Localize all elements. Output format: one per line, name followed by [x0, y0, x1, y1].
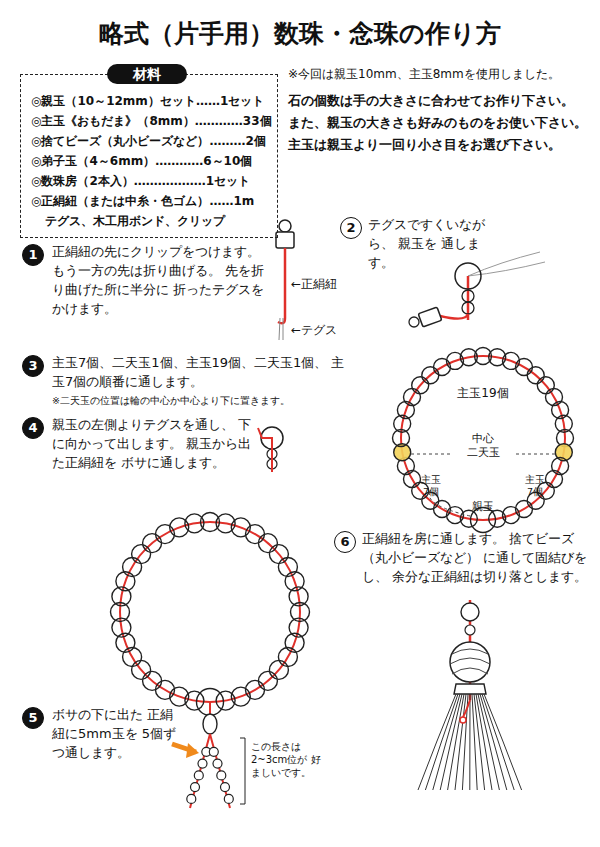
label-text: 主玉19個	[443, 385, 523, 402]
step-digit: 6	[335, 532, 355, 552]
oyadama-small	[258, 427, 283, 472]
materials-box: ◎親玉（10～12mm）セット……1セット◎主玉《おもだま》（8mm）…………3…	[20, 74, 278, 238]
material-item: ◎主玉《おもだま》（8mm）…………33個	[31, 111, 269, 131]
material-item: テグス、木工用ボンド、クリップ	[31, 211, 269, 231]
label-text: 正絹紐を房に通します。 捨てビーズ（丸小ビーズなど） に通して固結びをし、 余分…	[362, 530, 594, 587]
label-text: ボサの下に出た 正絹紐に5mm玉を 5個ずつ通します。	[52, 706, 180, 763]
title: 略式（片手用）数珠・念珠の作り方	[0, 18, 600, 51]
step-number: 4	[22, 417, 44, 439]
step-number: 6	[334, 531, 356, 553]
label-text: 主玉 7個	[522, 474, 548, 499]
heading-text: 材料	[107, 64, 187, 84]
oyadama-threading	[409, 252, 545, 327]
label-text: ※二天玉の位置は輪の中心か中心より下に置きます。	[52, 395, 352, 407]
label-text: また、親玉の大きさも好みのものをお使い下さい。	[288, 114, 593, 133]
label-text: 二天玉	[448, 446, 518, 460]
step-digit: 5	[23, 708, 43, 728]
label-text: 正絹紐の先にクリップをつけます。 もう一方の先は折り曲げる。 先を折り曲げた所に…	[52, 243, 270, 318]
label-text: 親玉	[463, 500, 503, 514]
step-number: 5	[22, 707, 44, 729]
material-item: ◎数珠房（2本入）………………1セット	[31, 171, 269, 191]
label-text: ←正絹紐	[291, 276, 371, 293]
label-text: 中心	[453, 432, 513, 446]
tassel	[418, 600, 522, 790]
step-digit: 4	[23, 418, 43, 438]
label-text: 石の個数は手の大きさに合わせてお作り下さい。	[288, 92, 593, 111]
label-text: 主玉7個、二天玉1個、主玉19個、二天玉1個、 主玉7個の順番に通します。	[52, 354, 357, 392]
material-item: ◎正絹紐（または中糸・色ゴム）……1m	[31, 191, 269, 211]
material-item: ◎捨てビーズ（丸小ビーズなど）………2個	[31, 131, 269, 151]
label-text: ←テグス	[291, 322, 371, 339]
step-number: 2	[340, 217, 362, 239]
step-digit: 1	[23, 245, 43, 265]
step-number: 3	[22, 355, 44, 377]
step-number: 1	[22, 244, 44, 266]
bosa-strands	[172, 702, 245, 808]
label-text: 親玉の左側よりテグスを通し、 下に向かって出します。 親玉から出た正絹紐を ボサ…	[52, 416, 252, 473]
step-digit: 3	[23, 356, 43, 376]
material-item: ◎親玉（10～12mm）セット……1セット	[31, 91, 269, 111]
label-text: 主玉 7個	[418, 474, 444, 499]
label-text: ※今回は親玉10mm、主玉8mmを使用しました。	[288, 66, 593, 83]
label-text: 主玉は親玉より一回り小さ目をお選び下さい。	[288, 136, 593, 155]
step-digit: 2	[341, 218, 361, 238]
material-item: ◎弟子玉（4～6mm）…………6～10個	[31, 151, 269, 171]
label-text: テグスですくいながら、 親玉を 通します。	[368, 216, 503, 273]
materials-heading: 材料	[107, 64, 187, 84]
label-text: この長さは 2~3cm位が 好ましいです。	[251, 740, 327, 779]
